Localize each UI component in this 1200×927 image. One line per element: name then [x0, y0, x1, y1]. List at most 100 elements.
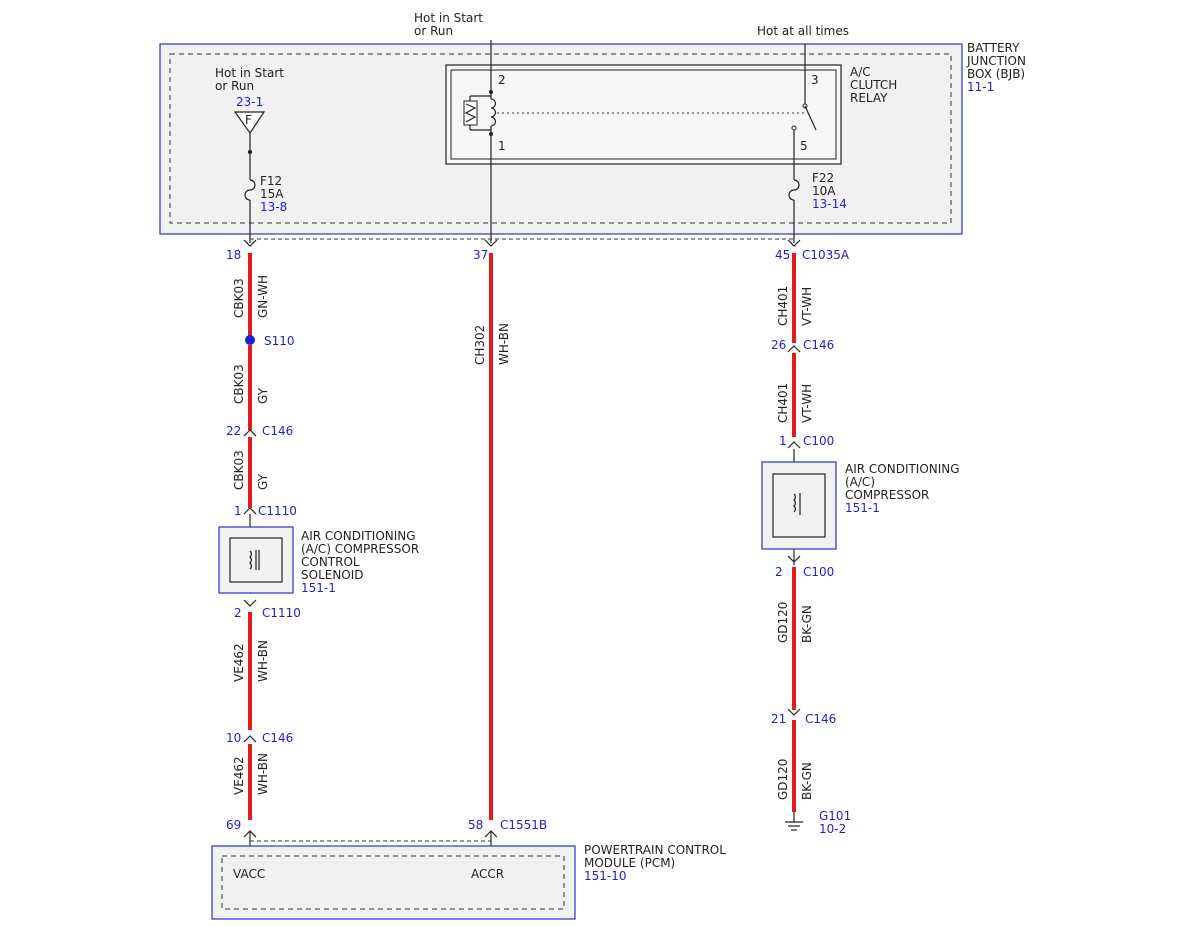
compressor-label-1: AIR CONDITIONING [845, 462, 960, 476]
relay-pin-5: 5 [800, 139, 808, 153]
pcm-ref-link[interactable]: 151-10 [584, 869, 627, 883]
relay-pin-1: 1 [498, 139, 506, 153]
fuse-feed-triangle-icon [233, 111, 266, 135]
relay-inner-box [450, 69, 837, 160]
relay-pin-3: 3 [811, 73, 819, 87]
fuse-f22-ref-link[interactable]: 13-14 [812, 197, 847, 211]
fuse-f12-ref-link[interactable]: 13-8 [260, 200, 287, 214]
top-hot-start-run-label-2: or Run [414, 24, 453, 38]
connector-c100-b[interactable]: C100 [803, 565, 834, 579]
relay-pin-2: 2 [498, 73, 506, 87]
connector-c146-d[interactable]: C146 [805, 712, 836, 726]
fuse-f12-icon [244, 179, 256, 201]
relay-label-1: A/C [850, 65, 871, 79]
splice-s110-label[interactable]: S110 [264, 334, 295, 348]
bjb-label-2: JUNCTION [966, 54, 1026, 68]
solenoid-label-2: (A/C) COMPRESSOR [301, 542, 419, 556]
pcm-accr-label: ACCR [471, 867, 504, 881]
splice-s110-icon [245, 335, 255, 345]
pin-21[interactable]: 21 [771, 712, 786, 726]
junction-dot-icon [247, 149, 253, 155]
pin-22[interactable]: 22 [226, 424, 241, 438]
connector-c146-c[interactable]: C146 [803, 338, 834, 352]
pin-2-c100[interactable]: 2 [775, 565, 783, 579]
compressor-inner-box [772, 473, 826, 538]
pin-1-c1110[interactable]: 1 [234, 504, 242, 518]
wire-left4-circuit: VE462 [232, 643, 246, 682]
pcm-box [211, 845, 576, 920]
pin-26[interactable]: 26 [771, 338, 786, 352]
fuse-f12-rating: 15A [260, 187, 284, 201]
connector-c146-a[interactable]: C146 [262, 424, 293, 438]
wire-mid-color: WH-BN [497, 323, 511, 365]
wire-right2-circuit: CH401 [776, 383, 790, 423]
relay-label-3: RELAY [850, 91, 888, 105]
compressor-label-2: (A/C) [845, 475, 875, 489]
connector-c1035a[interactable]: C1035A [802, 248, 850, 262]
pin-2-c1110[interactable]: 2 [234, 606, 242, 620]
compressor-clutch-coil-icon [793, 493, 801, 515]
wire-left4-color: WH-BN [256, 640, 270, 682]
fuse-f22-rating: 10A [812, 184, 836, 198]
solenoid-label-3: CONTROL [301, 555, 360, 569]
wire-left1-circuit: CBK03 [232, 278, 246, 318]
wire-left1-color: GN-WH [256, 275, 270, 318]
wire-right1-color: VT-WH [800, 287, 814, 326]
connector-c100-a[interactable]: C100 [803, 434, 834, 448]
ground-icon [785, 821, 803, 831]
pin-45[interactable]: 45 [775, 248, 790, 262]
ground-g101-label[interactable]: G101 [819, 809, 851, 823]
wire-right2-color: VT-WH [800, 384, 814, 423]
pin-10[interactable]: 10 [226, 731, 241, 745]
top-hot-all-times-label: Hot at all times [757, 24, 849, 38]
connector-c1551b[interactable]: C1551B [500, 818, 547, 832]
pin-18[interactable]: 18 [226, 248, 241, 262]
wire-mid-circuit: CH302 [473, 325, 487, 365]
wire-right4-circuit: GD120 [776, 759, 790, 800]
wire-right3-circuit: GD120 [776, 602, 790, 643]
compressor-ref-link[interactable]: 151-1 [845, 501, 880, 515]
wire-left5-circuit: VE462 [232, 756, 246, 795]
bjb-ref-link[interactable]: 11-1 [967, 80, 994, 94]
left-feed-label-2: or Run [215, 79, 254, 93]
pcm-label-2: MODULE (PCM) [584, 856, 675, 870]
fuse-f12-name: F12 [260, 174, 282, 188]
bjb-label-1: BATTERY [967, 41, 1020, 55]
fuse-f22-icon [788, 179, 800, 201]
solenoid-coil-icon [249, 550, 260, 570]
pin-37[interactable]: 37 [473, 248, 488, 262]
left-feed-ref-link[interactable]: 23-1 [236, 95, 263, 109]
wire-right4-color: BK-GN [800, 762, 814, 800]
wire-left3-color: GY [256, 473, 270, 490]
wire-right1-circuit: CH401 [776, 286, 790, 326]
compressor-label-3: COMPRESSOR [845, 488, 929, 502]
connector-c1110-b[interactable]: C1110 [262, 606, 301, 620]
wire-left2-circuit: CBK03 [232, 364, 246, 404]
ground-g101-ref[interactable]: 10-2 [819, 822, 846, 836]
wire-right3-color: BK-GN [800, 605, 814, 643]
connector-c146-b[interactable]: C146 [262, 731, 293, 745]
relay-label-2: CLUTCH [850, 78, 897, 92]
wire-left2-color: GY [256, 387, 270, 404]
pin-58[interactable]: 58 [468, 818, 483, 832]
pcm-vacc-label: VACC [233, 867, 265, 881]
solenoid-label-1: AIR CONDITIONING [301, 529, 416, 543]
relay-switch-icon [791, 44, 817, 180]
pcm-label-1: POWERTRAIN CONTROL [584, 843, 726, 857]
bjb-inner-dashed [169, 53, 952, 224]
left-feed-letter: F [245, 113, 252, 127]
relay-outer-box [445, 64, 842, 165]
left-feed-label-1: Hot in Start [215, 66, 284, 80]
top-hot-start-run-label-1: Hot in Start [414, 11, 483, 25]
connector-c1110-a[interactable]: C1110 [258, 504, 297, 518]
solenoid-label-4: SOLENOID [301, 568, 364, 582]
wire-left5-color: WH-BN [256, 753, 270, 795]
wire-left3-circuit: CBK03 [232, 450, 246, 490]
bjb-label-3: BOX (BJB) [967, 67, 1025, 81]
pin-1-c100[interactable]: 1 [779, 434, 787, 448]
solenoid-ref-link[interactable]: 151-1 [301, 581, 336, 595]
pin-69[interactable]: 69 [226, 818, 241, 832]
fuse-f22-name: F22 [812, 171, 834, 185]
pcm-inner-dashed [221, 855, 565, 910]
